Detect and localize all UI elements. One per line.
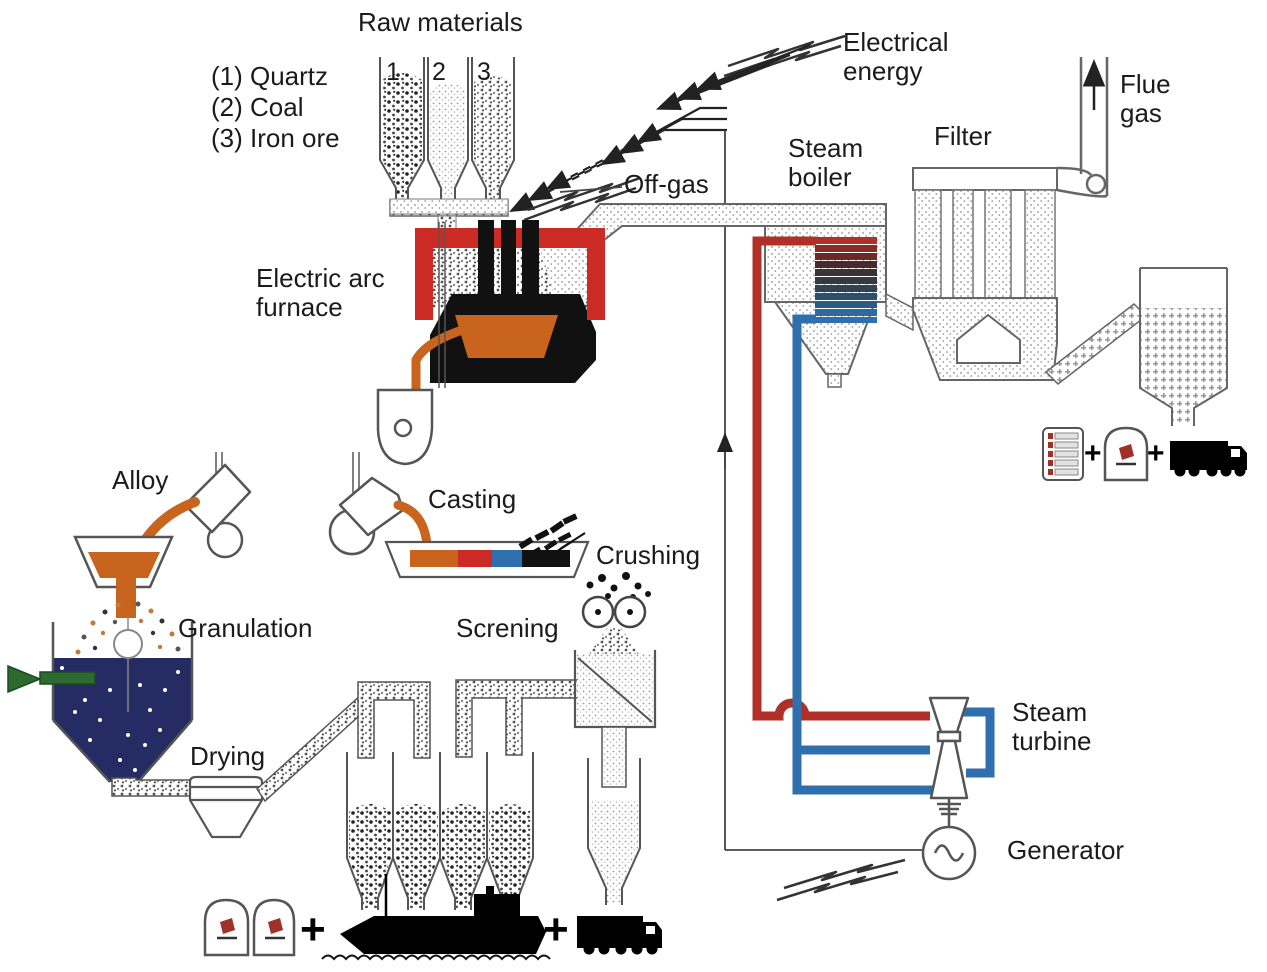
lightning-bolt-icon-furnace [523, 176, 641, 222]
big-bag-icon-left-1 [203, 898, 250, 957]
electrode [522, 220, 539, 315]
label-drying: Drying [190, 741, 266, 771]
water-pipe-blue [792, 314, 995, 795]
label-off-gas: Off-gas [624, 169, 709, 199]
raw-hopper-1-fill [382, 73, 422, 212]
product-hoppers [346, 752, 534, 910]
casting-ladle-icon [328, 452, 405, 556]
cast-pieces [518, 513, 586, 558]
filter-icon [885, 167, 1058, 381]
granulation-funnel [73, 535, 174, 618]
label-granulation: Granulation [178, 613, 313, 643]
distribution-duct-1 [357, 681, 431, 759]
ship-icon [321, 874, 551, 961]
tank-bubbles [60, 666, 180, 772]
microsilica-silo-icon [1139, 267, 1228, 426]
tapping-ladle-icon [376, 222, 446, 466]
plus-sign: + [1084, 437, 1102, 470]
label-steam-boiler: Steam boiler [788, 133, 864, 193]
molten-alloy [455, 315, 558, 358]
label-screening: Screning [456, 613, 559, 643]
label-legend-quartz: (1) Quartz [211, 61, 329, 91]
raw-hopper-2-fill [430, 83, 466, 250]
drying-drum-icon [188, 775, 264, 839]
label-filter: Filter [934, 121, 992, 151]
alloy-ladle-icon [183, 452, 252, 559]
plus-sign: + [543, 905, 569, 954]
big-bag-icon-right [1103, 426, 1149, 482]
label-electric-arc-furnace: Electric arc furnace [256, 263, 385, 323]
electrode-gantry [389, 198, 509, 215]
granulation-spray [75, 601, 181, 655]
raw-hopper-3-fill [474, 76, 512, 212]
label-generator: Generator [1007, 835, 1125, 865]
water-wave [321, 954, 551, 961]
small-bag-pallet-icon [1042, 427, 1084, 481]
steam-turbine-icon [928, 696, 970, 827]
distribution-duct-2 [455, 679, 579, 758]
electrode [501, 220, 516, 315]
steam-boiler-icon [764, 225, 887, 388]
plus-sign: + [1147, 437, 1165, 470]
label-crushing: Crushing [596, 540, 701, 570]
dryer-conveyor-duct [256, 692, 371, 803]
hopper-number-1: 1 [386, 58, 400, 86]
label-electrical-energy: Electrical energy [843, 27, 949, 87]
fines-hopper [587, 758, 641, 905]
electric-arc-furnace-icon [389, 198, 605, 399]
label-legend-coal: (2) Coal [211, 92, 304, 122]
hopper-number-3: 3 [477, 58, 491, 86]
screen-box-icon [573, 650, 657, 729]
lightning-bolt-icon-generator [776, 858, 906, 902]
label-steam-turbine: Steam turbine [1012, 697, 1092, 757]
silica-transport-duct [1044, 303, 1148, 385]
screen-deck [577, 657, 653, 723]
tapping-stream [411, 325, 467, 399]
granulate-pipe [111, 777, 191, 797]
steam-pipe-red [752, 236, 930, 721]
flue-stack-icon [1056, 57, 1109, 198]
label-raw-materials: Raw materials [358, 7, 523, 37]
hopper-number-2: 2 [432, 58, 446, 86]
casting-stream [393, 500, 432, 550]
generator-electric-line [716, 130, 923, 851]
boiler-filter-throat [885, 292, 914, 332]
casting-bed-icon [384, 540, 590, 579]
label-flue-gas: Flue gas [1120, 69, 1171, 129]
generator-icon [921, 825, 977, 881]
granulation-tank-icon [51, 601, 194, 783]
plus-sign: + [300, 905, 326, 954]
furnace-shell-right [587, 228, 605, 320]
furnace-shell-left [415, 228, 433, 320]
electrical-supply-arrows [509, 43, 811, 213]
truck-icon-right [1170, 441, 1247, 477]
water-nozzle-icon [7, 664, 96, 694]
off-gas-leader-line [559, 186, 623, 193]
electrode [478, 220, 494, 315]
label-casting: Casting [428, 484, 517, 514]
truck-icon-left [577, 916, 662, 955]
label-alloy: Alloy [112, 465, 169, 495]
splash-bell [113, 629, 143, 659]
filter-hopper-divider [956, 313, 1021, 364]
big-bag-icon-left-2 [252, 898, 296, 957]
heat-exchanger-coil [815, 237, 877, 323]
fines-downpipe [601, 726, 627, 788]
crushing-rollers-icon [581, 572, 651, 656]
sine-wave-symbol [933, 844, 965, 862]
label-legend-iron-ore: (3) Iron ore [211, 123, 340, 153]
